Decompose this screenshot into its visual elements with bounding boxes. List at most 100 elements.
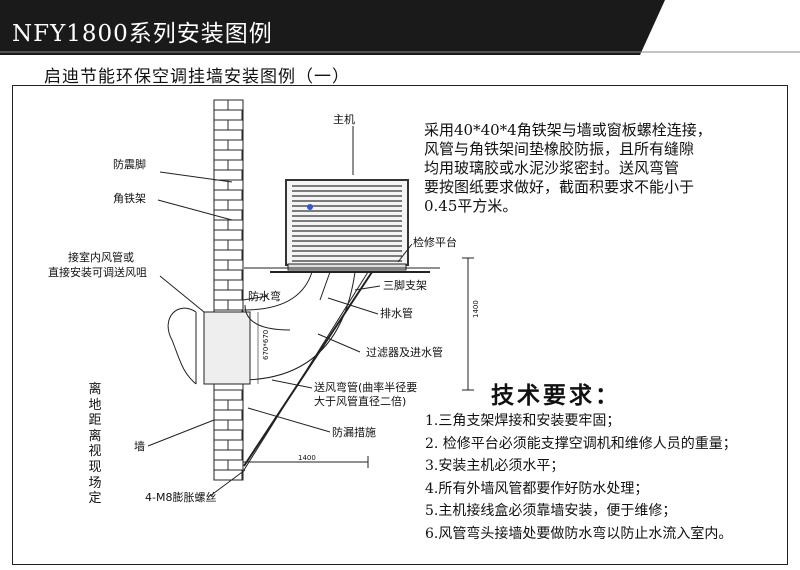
title-bar bbox=[0, 0, 800, 55]
wall-brick bbox=[227, 219, 244, 231]
wall-brick bbox=[227, 99, 244, 111]
label-indoor-duct-1: 接室内风管或 bbox=[68, 251, 134, 264]
wall-brick bbox=[213, 389, 243, 401]
wall-brick bbox=[213, 159, 229, 171]
subtitle: 启迪节能环保空调挂墙安装图例（一） bbox=[44, 67, 350, 87]
wall-brick bbox=[213, 229, 243, 241]
requirement-item: 1.三角支架焊接和安装要牢固； bbox=[425, 413, 621, 429]
wall-brick bbox=[213, 119, 229, 131]
label-ground-clearance: 离地距离视现场定 bbox=[88, 382, 102, 507]
wall-brick bbox=[227, 299, 244, 311]
description-line: 要按图纸要求做好，截面积要求不能小于 bbox=[424, 178, 695, 196]
wall-brick bbox=[213, 129, 243, 141]
unit-base bbox=[287, 263, 407, 271]
unit-indicator-dot bbox=[307, 204, 313, 210]
label-wall: 墙 bbox=[134, 440, 145, 453]
leader-service-platform bbox=[397, 243, 413, 263]
main-unit bbox=[285, 179, 409, 266]
wall-brick bbox=[213, 99, 229, 111]
wall-brick bbox=[213, 449, 243, 461]
wall-brick bbox=[213, 109, 243, 121]
wall-brick bbox=[213, 149, 243, 161]
description-line: 均用玻璃胶或水泥沙浆密封。送风弯管 bbox=[424, 159, 680, 177]
drain-pipe-line bbox=[319, 271, 331, 301]
installation-description: 采用40*40*4角铁架与墙或窗板螺栓连接， 风管与角铁架间垫橡胶防振，且所有缝… bbox=[424, 121, 784, 216]
wall-brick bbox=[213, 269, 243, 281]
label-dim-width: 1400 bbox=[298, 454, 316, 462]
wall-brick bbox=[213, 439, 229, 451]
wall-brick bbox=[213, 279, 229, 291]
wall-brick bbox=[213, 169, 243, 181]
wall-brick bbox=[227, 159, 244, 171]
requirement-item: 6.风管弯头接墙处要做防水弯以防止水流入室内。 bbox=[425, 525, 733, 542]
wall-brick bbox=[213, 259, 229, 271]
label-dim-height: 1400 bbox=[472, 300, 480, 318]
wall-brick bbox=[213, 239, 229, 251]
wall-brick bbox=[213, 409, 243, 421]
label-duct-bend-2: 大于风管直径二倍) bbox=[314, 395, 407, 408]
label-main-unit: 主机 bbox=[333, 113, 355, 126]
label-anti-vibration-foot: 防震脚 bbox=[113, 158, 146, 171]
wall-brick bbox=[213, 189, 243, 201]
wall-brick bbox=[227, 279, 244, 291]
leader-bolt bbox=[209, 469, 246, 497]
wall-brick bbox=[227, 439, 244, 451]
leader-angle-iron bbox=[157, 199, 233, 221]
wall-brick bbox=[227, 259, 244, 271]
leader-filter bbox=[317, 333, 361, 353]
requirements-list: 1.三角支架焊接和安装要牢固； 2. 检修平台必须能支撑空调机和维修人员的重量；… bbox=[425, 410, 737, 545]
wall-brick bbox=[227, 139, 244, 151]
tripod-brace bbox=[243, 271, 373, 467]
duct-bend-upper bbox=[243, 271, 313, 311]
requirement-item: 4.所有外墙风管都要作好防水处理； bbox=[425, 480, 649, 497]
description-line: 0.45平方米。 bbox=[424, 197, 518, 215]
requirement-item: 2. 检修平台必须能支撑空调机和维修人员的重量； bbox=[425, 435, 737, 452]
wall-brick bbox=[227, 199, 244, 211]
requirement-item: 3.安装主机必须水平； bbox=[425, 458, 565, 474]
wall-brick bbox=[213, 429, 243, 441]
title-bar-background bbox=[0, 0, 665, 55]
wall-brick bbox=[213, 249, 243, 261]
wall-brick bbox=[213, 139, 229, 151]
description-line: 风管与角铁架间垫橡胶防振，且所有缝隙 bbox=[424, 140, 695, 158]
requirements-title: 技术要求： bbox=[491, 383, 621, 409]
page-title: NFY1800系列安装图例 bbox=[12, 21, 273, 47]
label-tripod-bracket: 三脚支架 bbox=[383, 279, 427, 292]
leader-anti-vibration bbox=[159, 171, 233, 183]
description-line: 采用40*40*4角铁架与墙或窗板螺栓连接， bbox=[424, 121, 712, 139]
label-leak-prevention: 防漏措施 bbox=[332, 426, 376, 439]
leader-leak bbox=[247, 407, 331, 433]
diagram-frame bbox=[12, 85, 788, 565]
label-indoor-duct-2: 直接安装可调送风咀 bbox=[48, 266, 147, 279]
wall-brick bbox=[213, 299, 229, 311]
wall-brick bbox=[213, 399, 229, 411]
wall-brick bbox=[227, 119, 244, 131]
label-angle-iron-frame: 角铁架 bbox=[113, 192, 146, 205]
label-service-platform: 检修平台 bbox=[413, 236, 457, 249]
label-drain-pipe: 排水管 bbox=[380, 307, 413, 320]
leader-indoor-duct bbox=[159, 275, 205, 313]
wall-brick bbox=[227, 419, 244, 431]
wall-brick bbox=[213, 199, 229, 211]
wall-brick bbox=[213, 289, 243, 301]
requirement-item: 5.主机接线盒必须靠墙安装，便于维修； bbox=[425, 503, 677, 519]
wall-brick bbox=[213, 419, 229, 431]
indoor-duct-flange bbox=[167, 307, 197, 385]
leader-wall bbox=[147, 419, 215, 447]
label-expansion-bolt: 4-M8膨胀螺丝 bbox=[145, 491, 217, 504]
wall-duct bbox=[203, 311, 251, 385]
wall-brick bbox=[227, 459, 244, 471]
label-dim-duct: 670*670 bbox=[262, 329, 270, 360]
wall-brick bbox=[227, 239, 244, 251]
wall-brick bbox=[213, 219, 229, 231]
leader-tripod bbox=[354, 285, 381, 291]
waterproof-bend-arc bbox=[244, 304, 291, 331]
label-filter-water-inlet: 过滤器及进水管 bbox=[366, 346, 443, 359]
wall-brick bbox=[213, 459, 229, 471]
label-duct-bend-1: 送风弯管(曲率半径要 bbox=[314, 381, 418, 394]
leader-duct-bend bbox=[271, 379, 313, 389]
duct-bend-lower bbox=[243, 271, 356, 381]
leader-drain-pipe bbox=[327, 297, 379, 315]
leader-waterproof-bend bbox=[242, 295, 269, 301]
